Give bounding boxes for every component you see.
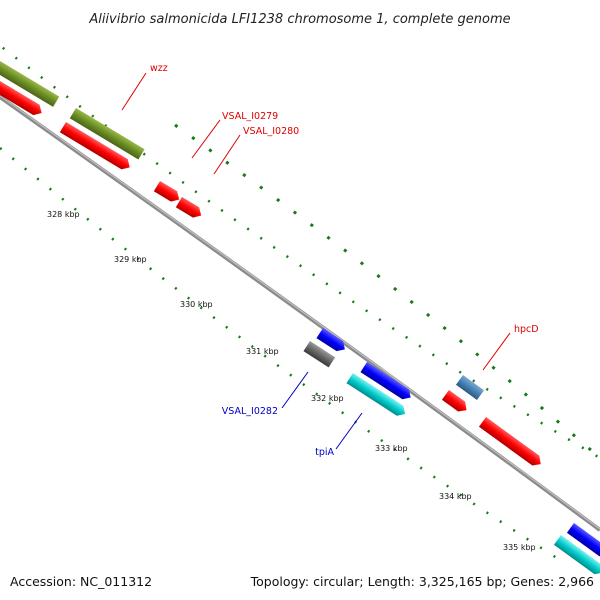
gene-olive-wzz[interactable]: [69, 108, 145, 160]
outer-dotted-track: [0, 44, 600, 460]
gene-label-hpcD: hpcD: [514, 324, 539, 335]
gene-red-3[interactable]: [478, 417, 544, 469]
gene-red-hpcD-neighbor[interactable]: [441, 390, 470, 415]
leader-tpiA: [335, 412, 363, 450]
gene-blue-long[interactable]: [360, 362, 414, 403]
genome-backbone: [0, 94, 600, 532]
tick-label-328: 328 kbp: [47, 210, 80, 219]
gene-VSAL_I0280[interactable]: [175, 197, 204, 221]
gene-label-wzz: wzz: [150, 63, 168, 74]
tick-label-334: 334 kbp: [439, 492, 472, 501]
tick-label-333: 333 kbp: [375, 444, 408, 453]
gene-red-2[interactable]: [59, 122, 133, 172]
leader-hpcD: [482, 332, 511, 371]
gene-label-VSAL_I0279: VSAL_I0279: [222, 111, 278, 122]
genome-backbone-highlight: [0, 95, 600, 530]
summary-text: Topology: circular; Length: 3,325,165 bp…: [250, 574, 594, 589]
gene-label-VSAL_I0280: VSAL_I0280: [243, 126, 299, 137]
tick-label-332: 332 kbp: [311, 394, 344, 403]
gene-VSAL_I0282[interactable]: [303, 341, 336, 368]
tick-label-331: 331 kbp: [246, 347, 279, 356]
leader-VSAL_I0279: [191, 119, 221, 159]
accession-text: Accession: NC_011312: [10, 574, 152, 589]
tick-label-335: 335 kbp: [503, 543, 536, 552]
gene-cyan-edge[interactable]: [553, 535, 600, 578]
gene-hpcD[interactable]: [455, 375, 485, 400]
tick-label-329: 329 kbp: [114, 255, 147, 264]
leader-VSAL_I0280: [213, 134, 241, 175]
gene-label-tpiA: tpiA: [315, 447, 334, 458]
map-title: Aliivibrio salmonicida LFI1238 chromosom…: [88, 12, 510, 27]
gene-red-1[interactable]: [0, 78, 45, 118]
gene-olive-1[interactable]: [0, 58, 60, 107]
leader-wzz: [121, 72, 147, 111]
tick-label-330: 330 kbp: [180, 300, 213, 309]
gene-VSAL_I0279[interactable]: [153, 181, 182, 205]
gene-label-VSAL_I0282: VSAL_I0282: [222, 406, 278, 417]
gene-blue-small[interactable]: [316, 328, 348, 354]
leader-VSAL_I0282: [281, 371, 309, 409]
gene-blue-edge[interactable]: [566, 523, 600, 560]
gene-tpiA[interactable]: [346, 373, 408, 419]
